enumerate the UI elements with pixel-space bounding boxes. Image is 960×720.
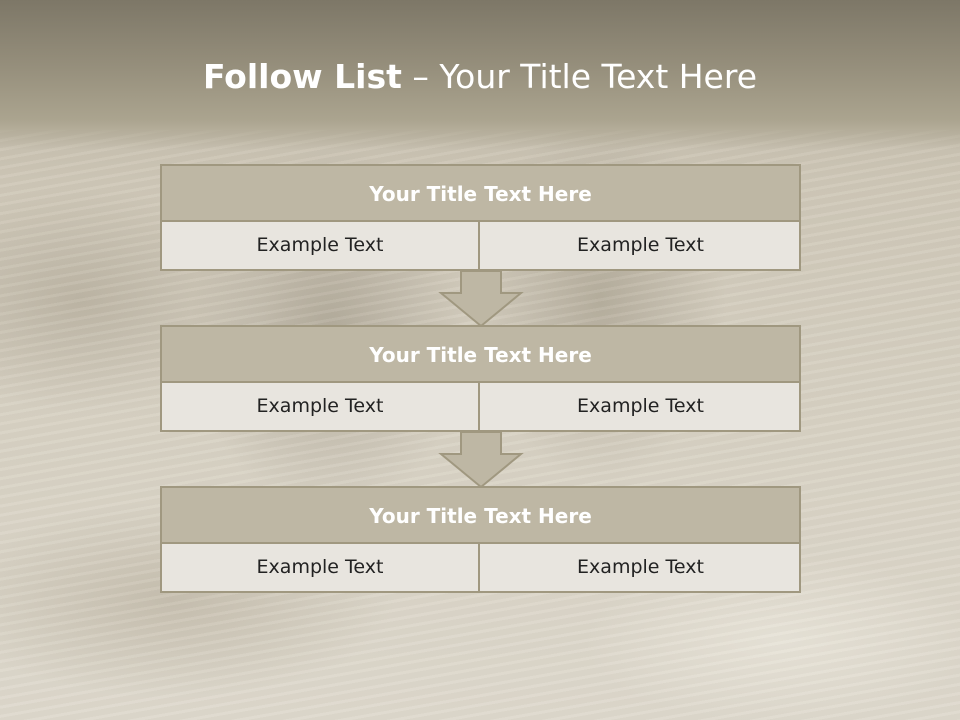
block-right-text: Example Text (482, 544, 799, 591)
block-heading: Your Title Text Here (162, 327, 799, 383)
block-left-text: Example Text (162, 383, 480, 430)
block-left-text: Example Text (162, 222, 480, 269)
list-block-2: Your Title Text Here Example Text Exampl… (160, 325, 801, 432)
block-left-text: Example Text (162, 544, 480, 591)
block-right-text: Example Text (482, 222, 799, 269)
list-block-3: Your Title Text Here Example Text Exampl… (160, 486, 801, 593)
down-arrow-icon (438, 270, 524, 328)
slide-title: Follow List – Your Title Text Here (0, 52, 960, 102)
block-heading: Your Title Text Here (162, 166, 799, 222)
down-arrow-icon (438, 431, 524, 489)
header-band (0, 0, 960, 150)
block-heading: Your Title Text Here (162, 488, 799, 544)
slide-title-bold: Follow List (202, 57, 402, 96)
slide-title-rest: – Your Title Text Here (412, 57, 758, 96)
block-right-text: Example Text (482, 383, 799, 430)
list-block-1: Your Title Text Here Example Text Exampl… (160, 164, 801, 271)
